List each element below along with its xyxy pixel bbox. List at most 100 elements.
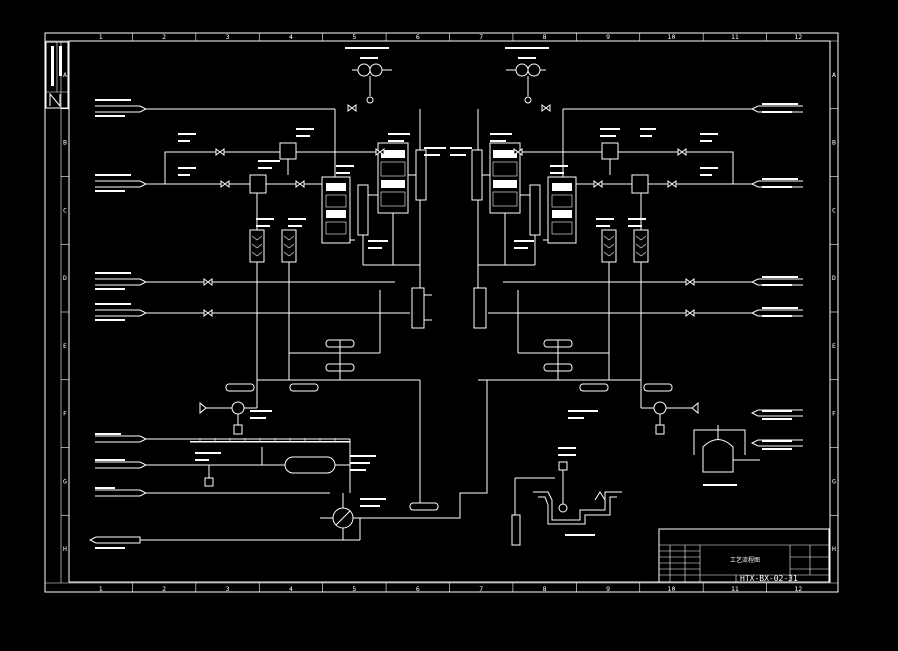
column-label-bottom: 4 <box>289 585 293 593</box>
tag-text-bar <box>95 459 125 461</box>
row-label-left: B <box>63 139 67 147</box>
row-label-left: D <box>63 274 67 282</box>
tag-text-bar <box>424 147 446 149</box>
top-instrument-left <box>345 47 392 104</box>
valve-icon <box>685 309 695 317</box>
right-process-train <box>471 105 803 447</box>
sump-pit <box>511 461 622 546</box>
column-label-bottom: 8 <box>543 585 547 593</box>
column-label-bottom: 5 <box>352 585 356 593</box>
level-gauge-left <box>411 287 425 329</box>
row-label-right: D <box>832 274 836 282</box>
storage-tank <box>693 425 760 486</box>
column-label-top: 12 <box>794 33 802 41</box>
valve-icon <box>203 309 213 317</box>
column-label-top: 8 <box>543 33 547 41</box>
tag-text-bar <box>762 186 792 188</box>
tag-text-bar <box>288 225 302 227</box>
tag-text-bar <box>368 240 388 242</box>
valve-icon <box>667 180 677 188</box>
column-label-top: 1 <box>99 33 103 41</box>
column-label-top: 7 <box>479 33 483 41</box>
tag-text-bar <box>360 505 380 507</box>
column-label-top: 4 <box>289 33 293 41</box>
tag-text-bar <box>288 218 306 220</box>
filter-left-1 <box>249 229 265 263</box>
title-block: 工艺流程图 HTX-BX-02-31 <box>658 528 830 583</box>
heater-left-lower <box>249 174 267 194</box>
row-label-right: A <box>832 71 836 79</box>
valve-icon <box>220 180 230 188</box>
column-label-top: 2 <box>162 33 166 41</box>
tag-text-bar <box>762 448 792 450</box>
tag-text-bar <box>95 272 131 274</box>
tag-text-bar <box>350 462 370 464</box>
tag-text-bar <box>195 459 209 461</box>
tag-text-bar <box>762 418 792 420</box>
tag-text-bar <box>95 547 125 549</box>
tag-text-bar <box>350 455 376 457</box>
valve-icon <box>215 148 225 156</box>
valve-icon <box>295 180 305 188</box>
tag-text-bar <box>700 174 712 176</box>
pig-trap-left-3 <box>225 383 255 392</box>
column-label-top: 5 <box>352 33 356 41</box>
tag-text-bar <box>178 174 190 176</box>
row-label-left: G <box>63 477 67 485</box>
column-label-bottom: 7 <box>479 585 483 593</box>
pig-trap-left-4 <box>289 383 319 392</box>
inlet-line-4 <box>95 309 410 321</box>
tag-text-bar <box>568 410 598 412</box>
tag-text-bar <box>95 99 131 101</box>
tag-text-bar <box>258 160 280 162</box>
tag-text-bar <box>700 140 712 142</box>
tag-text-bar <box>762 103 798 105</box>
inlet-line-1 <box>95 105 335 117</box>
tag-text-bar <box>628 218 646 220</box>
tag-text-bar <box>700 133 718 135</box>
tag-text-bar <box>350 469 366 471</box>
adsorber-left <box>321 176 351 244</box>
tag-text-bar <box>178 133 196 135</box>
tag-text-bar <box>762 111 792 113</box>
tag-text-bar <box>550 165 568 167</box>
tag-text-bar <box>514 247 528 249</box>
top-instrument-right <box>505 47 549 104</box>
valve-icon <box>541 104 551 112</box>
row-label-left: A <box>63 71 67 79</box>
tag-text-bar <box>178 167 196 169</box>
inner-frame <box>68 40 831 583</box>
column-label-top: 6 <box>416 33 420 41</box>
tag-text-bar <box>568 417 584 419</box>
row-label-left: F <box>63 410 67 418</box>
valve-icon <box>347 104 357 112</box>
tag-text-bar <box>628 225 642 227</box>
tag-text-bar <box>596 218 614 220</box>
left-process-train <box>88 105 560 544</box>
column-label-bottom: 11 <box>731 585 739 593</box>
tag-text-bar <box>490 140 506 142</box>
tag-text-bar <box>640 128 656 130</box>
tag-text-bar <box>424 154 440 156</box>
tag-text-bar <box>388 133 410 135</box>
tag-text-bar <box>95 303 131 305</box>
heat-exchanger <box>320 493 361 540</box>
pig-trap-bottom <box>409 502 439 511</box>
tag-text-bar <box>178 140 190 142</box>
row-label-right: E <box>832 342 836 350</box>
grid-tick-marks <box>61 33 838 592</box>
valve-icon <box>677 148 687 156</box>
column-label-top: 11 <box>731 33 739 41</box>
tag-text-bar <box>336 165 354 167</box>
valve-icon <box>593 180 603 188</box>
valve-icon <box>375 148 385 156</box>
tag-text-bar <box>550 172 564 174</box>
tag-text-bar <box>640 135 652 137</box>
valve-icon <box>513 148 523 156</box>
tag-text-bar <box>256 225 270 227</box>
tag-text-bar <box>258 167 272 169</box>
tag-text-bar <box>600 128 620 130</box>
